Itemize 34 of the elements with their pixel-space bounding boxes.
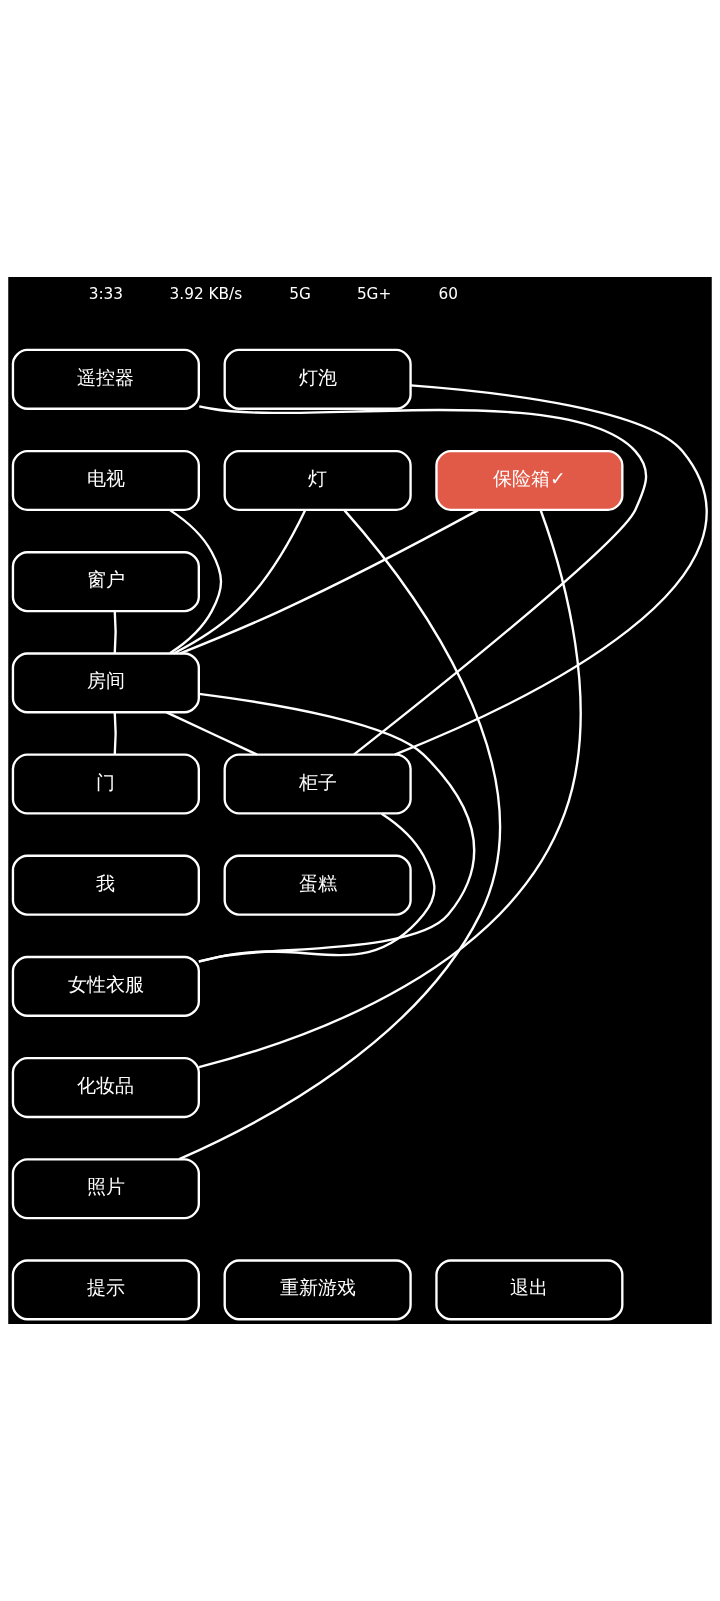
node-box: 灯 xyxy=(223,449,412,512)
node-box: 女性衣服 xyxy=(11,955,200,1017)
connector xyxy=(113,712,117,755)
node-box: 门 xyxy=(11,753,200,815)
node-box: 蛋糕 xyxy=(223,854,412,916)
node-box: 我 xyxy=(11,854,200,916)
label: 60 xyxy=(438,284,458,303)
label: 3.92 KB/s xyxy=(169,284,243,303)
connector xyxy=(113,611,117,654)
connector xyxy=(166,711,258,756)
connector xyxy=(173,509,307,655)
connector xyxy=(178,509,501,1161)
node-box: 电视 xyxy=(11,449,200,512)
label: 3:33 xyxy=(88,284,124,303)
node-box: 保险箱✓ xyxy=(435,449,624,512)
node-box: 房间 xyxy=(11,652,200,714)
connector xyxy=(198,509,582,1069)
connector xyxy=(198,812,436,963)
node-box: 提示 xyxy=(11,1259,200,1321)
connector xyxy=(199,405,648,756)
label: 5G xyxy=(289,284,311,303)
node-box: 遥控器 xyxy=(11,348,200,410)
connector xyxy=(198,692,476,963)
node-box: 柜子 xyxy=(223,753,412,815)
node-box: 重新游戏 xyxy=(223,1259,412,1321)
node-box: 照片 xyxy=(11,1158,200,1220)
connector xyxy=(394,384,708,756)
node-box: 灯泡 xyxy=(223,348,412,410)
label: 5G+ xyxy=(356,284,392,303)
node-box: 化妆品 xyxy=(11,1056,200,1119)
node-box: 退出 xyxy=(435,1259,624,1321)
node-box: 窗户 xyxy=(11,551,200,613)
connector xyxy=(169,509,223,655)
connector xyxy=(179,509,479,655)
